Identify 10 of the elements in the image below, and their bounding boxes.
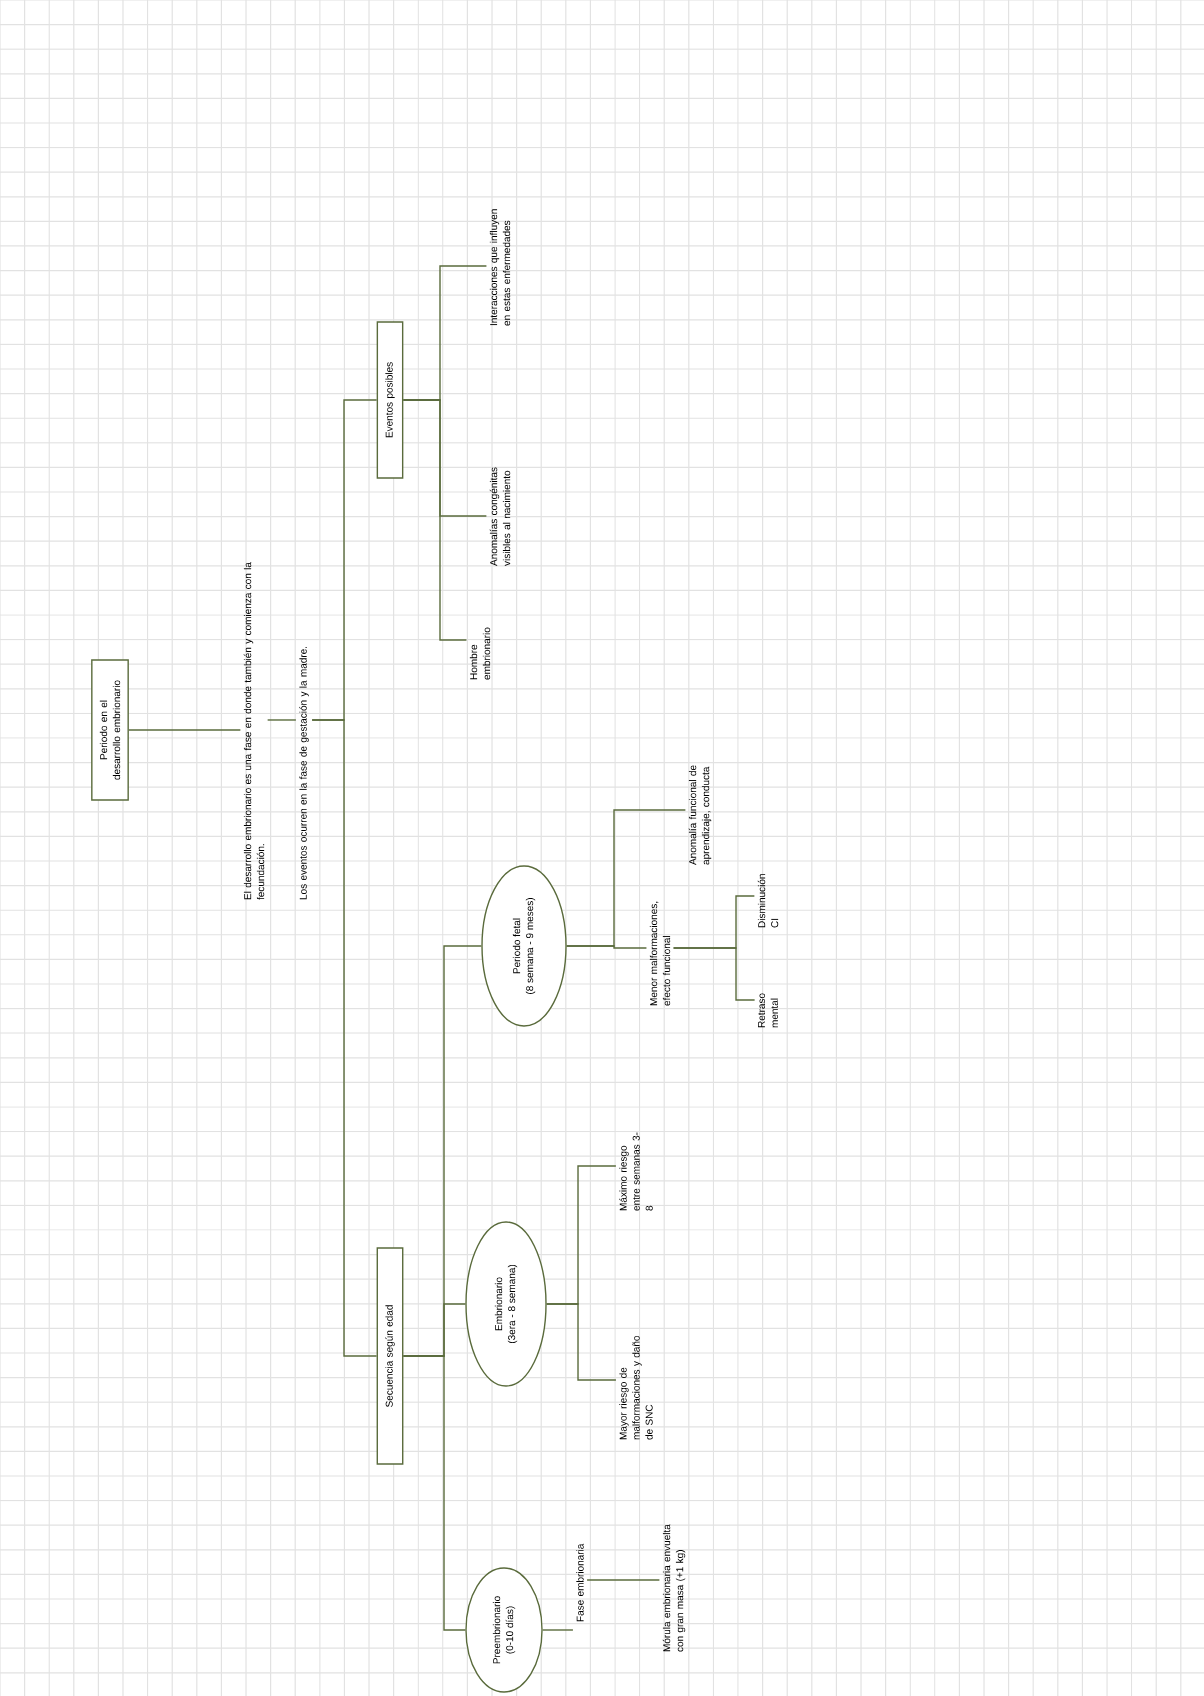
connector-line xyxy=(311,719,378,1357)
connector-line xyxy=(672,895,756,949)
connector-line xyxy=(546,1165,617,1305)
connector-line xyxy=(128,729,242,731)
connector-line xyxy=(542,1629,574,1631)
connector-line xyxy=(402,265,488,401)
connector-line xyxy=(586,1579,661,1581)
connector-line xyxy=(266,719,297,721)
connector-line xyxy=(402,945,482,1357)
connector-line xyxy=(566,809,687,947)
